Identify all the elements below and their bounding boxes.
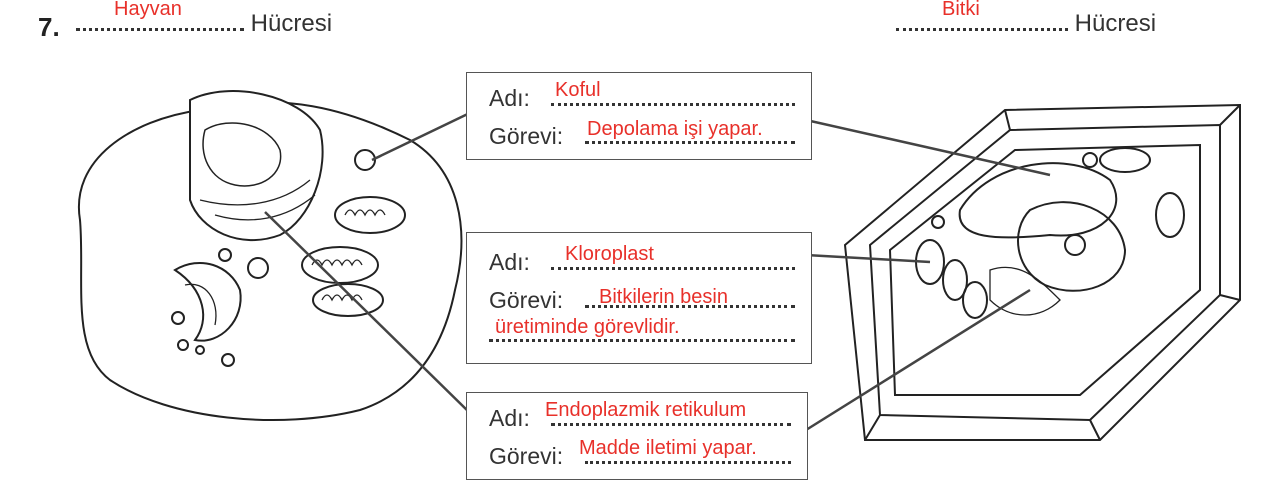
answer-blank: Hayvan	[76, 0, 244, 31]
task-blank-2	[489, 339, 795, 342]
title-suffix: Hücresi	[1074, 10, 1157, 37]
pointer-lines	[264, 108, 1051, 432]
name-answer: Koful	[555, 79, 601, 101]
task-label: Görevi:	[489, 443, 564, 469]
task-blank	[585, 141, 795, 144]
name-label: Adı:	[489, 405, 530, 431]
task-answer: Depolama işi yapar.	[587, 118, 763, 140]
animal-cell-title: Hayvan Hücresi	[76, 0, 333, 38]
task-label: Görevi:	[489, 123, 564, 149]
title-suffix: Hücresi	[250, 10, 333, 37]
plant-cell-title: Bitki Hücresi	[896, 0, 1157, 38]
name-label: Adı:	[489, 249, 530, 275]
task-blank	[585, 461, 791, 464]
task-answer: Madde iletimi yapar.	[579, 437, 757, 459]
animal-cell-drawing	[77, 90, 463, 421]
task-label: Görevi:	[489, 287, 564, 313]
name-answer: Kloroplast	[565, 243, 654, 265]
animal-answer: Hayvan	[114, 0, 182, 20]
answer-blank: Bitki	[896, 0, 1068, 31]
plant-answer: Bitki	[942, 0, 980, 20]
name-blank	[551, 267, 795, 270]
task-answer-line1: Bitkilerin besin	[599, 286, 728, 308]
question-number: 7.	[38, 12, 60, 42]
er-label-box: Adı: Endoplazmik retikulum Görevi: Madde…	[466, 392, 808, 480]
task-answer-line2: üretiminde görevlidir.	[495, 316, 680, 338]
name-blank	[551, 103, 795, 106]
plant-cell-drawing	[843, 103, 1241, 441]
kloroplast-label-box: Adı: Kloroplast Görevi: Bitkilerin besin…	[466, 232, 812, 364]
task-blank	[585, 305, 795, 308]
name-answer: Endoplazmik retikulum	[545, 399, 747, 421]
koful-label-box: Adı: Koful Görevi: Depolama işi yapar.	[466, 72, 812, 160]
name-label: Adı:	[489, 85, 530, 111]
name-blank	[551, 423, 791, 426]
